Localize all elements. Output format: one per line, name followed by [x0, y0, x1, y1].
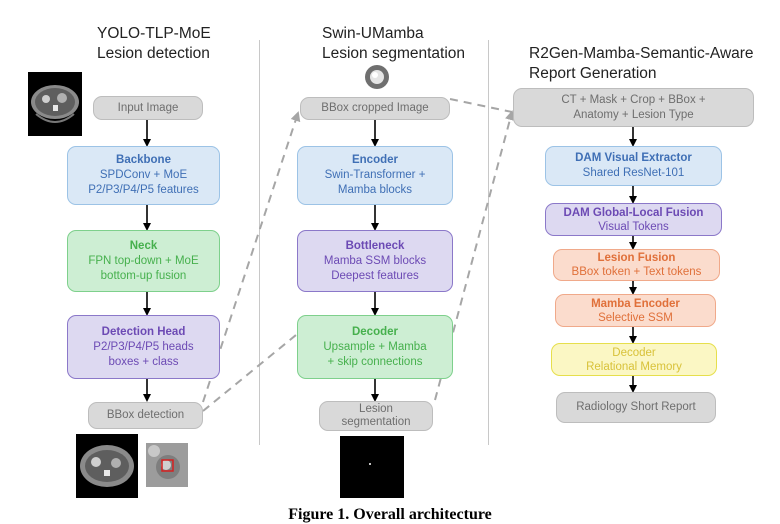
dam-global-local-fusion-line1: Visual Tokens [598, 220, 669, 233]
lesion-segmentation-box: Lesion segmentation [319, 401, 433, 431]
dashed-connector-crop-to-report [449, 98, 513, 113]
input-image-label: Input Image [117, 101, 179, 114]
detection-head-title: Detection Head [101, 325, 186, 338]
detection-ct-thumbnail [76, 434, 138, 498]
col2-title-line1: Swin-UMamba [322, 25, 424, 42]
input-image-box: Input Image [93, 96, 203, 120]
dam-global-local-fusion-box: DAM Global-Local Fusion Visual Tokens [545, 203, 722, 236]
col1-title: YOLO-TLP-MoE Lesion detection [97, 24, 211, 64]
relational-decoder-line1: Relational Memory [586, 360, 682, 373]
divider-left [259, 40, 260, 445]
radiology-report-label: Radiology Short Report [576, 401, 696, 413]
figure-caption: Figure 1. Overall architecture [288, 506, 492, 523]
detection-crop-thumbnail [146, 443, 188, 487]
relational-decoder-box: Decoder Relational Memory [551, 343, 717, 376]
bottleneck-box: Bottleneck Mamba SSM blocks Deepest feat… [297, 230, 453, 292]
dam-global-local-fusion-title: DAM Global-Local Fusion [563, 206, 704, 219]
multimodal-input-box: CT + Mask + Crop + BBox + Anatomy + Lesi… [513, 88, 754, 127]
encoder-box: Encoder Swin-Transformer + Mamba blocks [297, 146, 453, 205]
dam-visual-extractor-line1: Shared ResNet-101 [582, 167, 685, 179]
segmentation-mask-thumbnail [340, 436, 404, 498]
neck-line1: FPN top-down + MoE [88, 254, 199, 267]
lesion-segmentation-line1: Lesion [359, 403, 393, 415]
bottleneck-line1: Mamba SSM blocks [323, 254, 427, 267]
col1-title-line2: Lesion detection [97, 45, 210, 62]
col3-title-line1: R2Gen-Mamba-Semantic-Aware [529, 45, 754, 62]
dam-visual-extractor-title: DAM Visual Extractor [575, 152, 692, 164]
bbox-cropped-image-label: BBox cropped Image [321, 102, 429, 114]
dashed-connector-bbox-to-decoder [202, 334, 297, 412]
bottleneck-line2: Deepest features [331, 269, 419, 282]
dam-visual-extractor-box: DAM Visual Extractor Shared ResNet-101 [545, 146, 722, 186]
col2-title: Swin-UMamba Lesion segmentation [322, 24, 465, 64]
mamba-encoder-title: Mamba Encoder [591, 297, 680, 310]
relational-decoder-title: Decoder [612, 346, 656, 359]
col3-title-line2: Report Generation [529, 65, 657, 82]
detection-head-box: Detection Head P2/P3/P4/P5 heads boxes +… [67, 315, 220, 379]
radiology-report-box: Radiology Short Report [556, 392, 716, 423]
neck-line2: bottom-up fusion [100, 269, 187, 282]
lesion-segmentation-line2: segmentation [341, 416, 411, 428]
col3-title: R2Gen-Mamba-Semantic-Aware Report Genera… [529, 44, 754, 84]
backbone-box: Backbone SPDConv + MoE P2/P3/P4/P5 featu… [67, 146, 220, 205]
multimodal-input-line1: CT + Mask + Crop + BBox + [561, 93, 706, 106]
lesion-fusion-title: Lesion Fusion [597, 252, 676, 264]
neck-box: Neck FPN top-down + MoE bottom-up fusion [67, 230, 220, 292]
bottleneck-title: Bottleneck [345, 239, 405, 252]
dashed-connector-bbox-to-crop [202, 111, 301, 403]
ct-scan-thumbnail [28, 72, 82, 136]
decoder-line2: + skip connections [327, 355, 423, 368]
encoder-line2: Mamba blocks [337, 184, 413, 196]
lesion-fusion-box: Lesion Fusion BBox token + Text tokens [553, 249, 720, 281]
decoder-line1: Upsample + Mamba [323, 340, 427, 353]
mamba-encoder-line1: Selective SSM [598, 311, 673, 324]
lesion-fusion-line1: BBox token + Text tokens [571, 266, 702, 278]
bbox-detection-label: BBox detection [106, 409, 185, 421]
multimodal-input-line2: Anatomy + Lesion Type [573, 108, 694, 121]
col1-title-line1: YOLO-TLP-MoE [97, 25, 211, 42]
detection-head-line1: P2/P3/P4/P5 heads [93, 340, 194, 353]
cropped-lesion-thumbnail [364, 64, 391, 91]
detection-head-line2: boxes + class [108, 355, 179, 368]
bbox-cropped-image-box: BBox cropped Image [300, 97, 450, 120]
decoder-title: Decoder [351, 325, 399, 338]
backbone-line1: SPDConv + MoE [99, 169, 188, 181]
col2-title-line2: Lesion segmentation [322, 45, 466, 62]
decoder-box: Decoder Upsample + Mamba + skip connecti… [297, 315, 453, 379]
neck-title: Neck [129, 239, 158, 252]
backbone-title: Backbone [116, 154, 171, 166]
encoder-line1: Swin-Transformer + [324, 169, 426, 181]
bbox-detection-box: BBox detection [88, 402, 203, 429]
divider-right [488, 40, 489, 445]
encoder-title: Encoder [351, 154, 398, 166]
backbone-line2: P2/P3/P4/P5 features [88, 184, 199, 196]
mamba-encoder-box: Mamba Encoder Selective SSM [555, 294, 716, 327]
